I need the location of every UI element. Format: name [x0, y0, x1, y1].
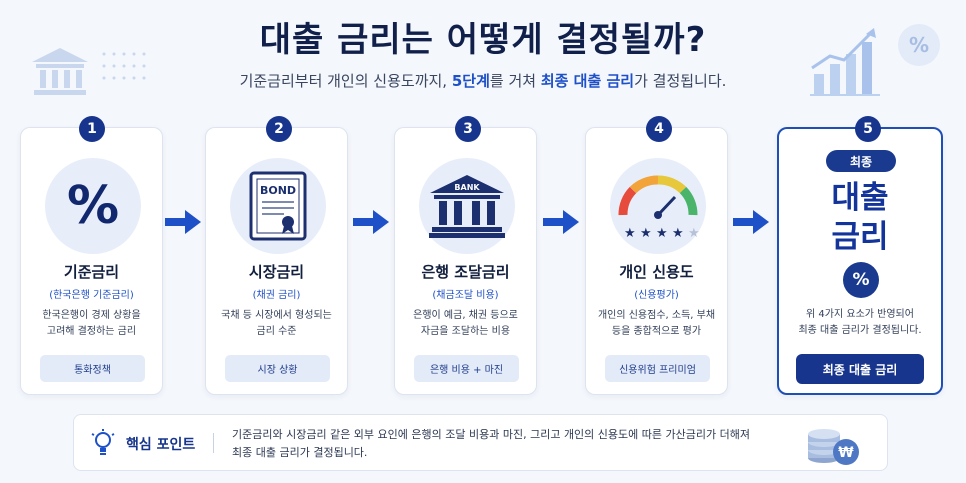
final-pill: 최종	[826, 150, 896, 172]
key-point-line: 기준금리와 시장금리 같은 외부 요인에 은행의 조달 비용과 마진, 그리고 …	[232, 428, 750, 441]
percent-icon: %	[843, 262, 879, 298]
desc-line: 금리 수준	[256, 326, 297, 337]
step-tag: 신용위험 프리미엄	[605, 355, 710, 382]
step-subtitle: (채금조달 비용)	[432, 290, 499, 301]
desc-line: 등을 종합적으로 평가	[611, 326, 702, 337]
final-heading-line: 금리	[831, 219, 889, 255]
decor-bank-icon	[30, 46, 90, 102]
step-subtitle: (한국은행 기준금리)	[49, 290, 134, 301]
star-icon: ★	[688, 226, 700, 241]
bank-label: BANK	[454, 183, 480, 192]
divider	[213, 433, 214, 453]
subtitle-highlight-final: 최종 대출 금리	[540, 72, 635, 90]
lightbulb-icon	[90, 429, 116, 463]
key-point-line: 최종 대출 금리가 결정됩니다.	[232, 446, 368, 459]
key-point-label: 핵심 포인트	[126, 437, 196, 453]
final-heading-line: 대출	[831, 180, 889, 216]
desc-line: 개인의 신용점수, 소득, 부채	[597, 310, 716, 321]
arrow-right-icon	[165, 210, 201, 238]
decor-growth-chart-icon	[808, 24, 888, 102]
key-point-text: 기준금리와 시장금리 같은 외부 요인에 은행의 조달 비용과 마진, 그리고 …	[232, 426, 792, 462]
step-badge: 3	[455, 116, 481, 142]
step-subtitle: (채권 금리)	[252, 290, 301, 301]
desc-line: 최종 대출 금리가 결정됩니다.	[798, 325, 922, 336]
step-badge: 4	[646, 116, 672, 142]
step-subtitle: (신용평가)	[634, 290, 679, 301]
final-rate-button: 최종 대출 금리	[796, 354, 924, 384]
page-title: 대출 금리는 어떻게 결정될까?	[259, 20, 707, 60]
bond-label: BOND	[260, 184, 296, 197]
desc-line: 한국은행이 경제 상황을	[42, 310, 141, 321]
bond-document-icon: BOND	[230, 158, 326, 254]
coins-won-icon: ₩	[804, 420, 864, 472]
percent-icon: %	[45, 158, 141, 254]
desc-line: 고려해 결정하는 금리	[46, 326, 137, 337]
won-symbol: ₩	[838, 445, 854, 461]
arrow-right-icon	[543, 210, 579, 238]
credit-gauge-icon: ★ ★ ★ ★ ★	[610, 158, 706, 254]
desc-line: 자금을 조달하는 비용	[420, 326, 511, 337]
star-icon: ★	[624, 226, 636, 241]
step-tag: 통화정책	[40, 355, 145, 382]
star-icon: ★	[672, 226, 684, 241]
subtitle-highlight-steps: 5단계	[451, 72, 490, 90]
step-badge: 2	[266, 116, 292, 142]
desc-line: 위 4가지 요소가 반영되어	[806, 309, 914, 320]
decor-dot-grid	[100, 50, 148, 86]
page-subtitle: 기준금리부터 개인의 신용도까지, 5단계를 거쳐 최종 대출 금리가 결정됩니…	[0, 70, 966, 91]
desc-line: 은행이 예금, 채권 등으로	[413, 310, 518, 321]
step-badge: 1	[79, 116, 105, 142]
desc-line: 국채 등 시장에서 형성되는	[221, 310, 332, 321]
subtitle-text: 기준금리부터 개인의 신용도까지,	[239, 72, 452, 90]
step-title: 개인 신용도	[619, 263, 694, 281]
percent-symbol: %	[908, 33, 930, 57]
step-badge: 5	[855, 116, 881, 142]
step-title: 은행 조달금리	[421, 263, 510, 281]
rating-stars: ★ ★ ★ ★ ★	[624, 226, 700, 241]
step-title: 기준금리	[63, 263, 120, 281]
step-tag: 은행 비용 + 마진	[414, 355, 519, 382]
star-icon: ★	[656, 226, 668, 241]
subtitle-text: 를 거쳐	[489, 72, 541, 90]
key-point-box: 핵심 포인트 기준금리와 시장금리 같은 외부 요인에 은행의 조달 비용과 마…	[73, 414, 888, 471]
star-icon: ★	[640, 226, 652, 241]
decor-percent-circle-icon: %	[898, 24, 940, 66]
step-title: 시장금리	[248, 263, 305, 281]
arrow-right-icon	[353, 210, 389, 238]
percent-glyph: %	[66, 176, 120, 236]
subtitle-text: 가 결정됩니다.	[634, 72, 727, 90]
bank-building-icon: BANK	[419, 158, 515, 254]
step-tag: 시장 상황	[225, 355, 330, 382]
arrow-right-icon	[733, 210, 769, 238]
